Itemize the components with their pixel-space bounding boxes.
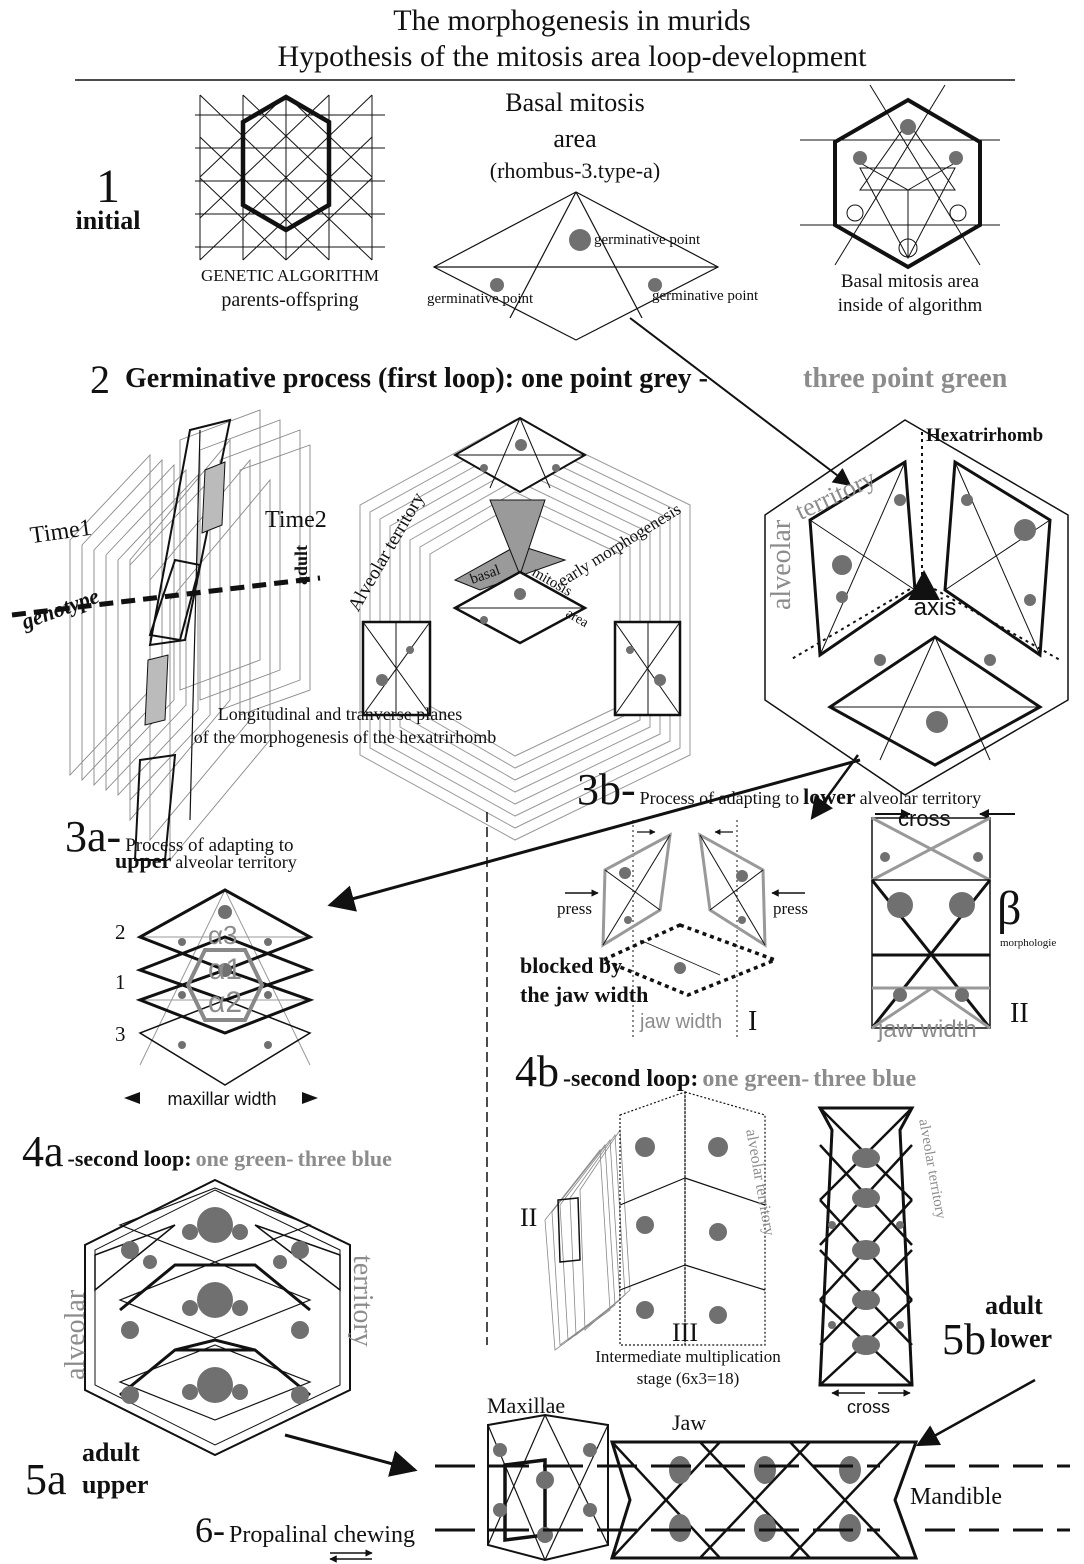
roman-2-4b: II: [520, 1205, 537, 1231]
arrow-to-hexatrirhomb: [630, 318, 850, 485]
blocked-label-2: the jaw width: [520, 984, 648, 1006]
roman-3-4b: III: [672, 1320, 698, 1346]
maxillae-label: Maxillae: [487, 1395, 565, 1417]
territory-label-5a: territory: [348, 1255, 376, 1347]
jaw-label: Jaw: [672, 1412, 706, 1434]
time-planes-core: [135, 420, 230, 860]
step-6-label: Propalinal chewing: [229, 1522, 415, 1548]
blocked-label-1: blocked by: [520, 955, 622, 977]
step-4a-three-blue: three blue: [298, 1146, 392, 1171]
press-left-label: press: [557, 900, 592, 917]
time-planes-stack: [70, 410, 310, 860]
step-6-title-row: 6- Propalinal chewing: [195, 1512, 415, 1548]
step-4a-one-green: one green-: [196, 1146, 294, 1171]
lower-adult-strip: [820, 1108, 912, 1393]
step-3b-line-1: Process of adapting to: [640, 788, 799, 808]
step-5a-upper: upper: [82, 1472, 148, 1498]
step-3a-upper: upper: [115, 848, 171, 873]
axis-label: axis: [914, 596, 957, 620]
intermediate-label-2: stage (6x3=18): [637, 1370, 740, 1387]
basal-title-3: (rhombus-3.type-a): [490, 160, 660, 182]
lower-adapting-rhombi: [565, 820, 805, 1040]
cross-label-5b: cross: [847, 1398, 890, 1416]
step-2-heading: Germinative process (first loop): one po…: [125, 365, 708, 393]
hexatrirhomb-label: Hexatrirhomb: [926, 426, 1043, 445]
planes-caption-2: of the morphogenesis of the hexatrirhomb: [194, 728, 496, 746]
arrow-5b-to-jaw: [918, 1380, 1035, 1445]
cross-label-3b: cross: [898, 808, 951, 830]
germinative-point-left: germinative point: [427, 292, 533, 307]
inside-algorithm-1: Basal mitosis area: [841, 272, 979, 291]
roman-1-label: I: [748, 1008, 757, 1036]
genetic-algorithm-label: GENETIC ALGORITHM: [201, 267, 379, 284]
basal-title-1: Basal mitosis: [505, 90, 644, 116]
jaw-width-label-2: jaw width: [878, 1018, 977, 1042]
step-5b-lower: lower: [990, 1326, 1052, 1352]
step-3b-line-2: alveolar territory: [860, 788, 981, 808]
step-3a-title-row-2: upper alveolar territory: [115, 850, 297, 872]
title-line-1: The morphogenesis in murids: [393, 6, 750, 36]
step-3a-number: 3a-: [65, 812, 121, 861]
planes-caption-1: Longitudinal and tranverse planes: [218, 705, 462, 723]
alpha1-label: α1: [208, 955, 242, 985]
step-4b-heading: -second loop:: [563, 1066, 698, 1092]
step-6-number: 6-: [195, 1510, 225, 1550]
rhombus-number-3: 3: [115, 1024, 126, 1045]
intermediate-label-1: Intermediate multiplication: [595, 1348, 781, 1365]
maxillae-block: [488, 1415, 608, 1560]
step-5a-number: 5a: [25, 1458, 67, 1502]
alveolar-label-5a: alveolar: [62, 1290, 90, 1380]
adult-label: adult: [292, 545, 310, 585]
alpha2-label: α2: [208, 988, 242, 1018]
germinative-point-right: germinative point: [652, 289, 758, 304]
step-5b-adult: adult: [985, 1293, 1043, 1319]
germinative-point-top: germinative point: [594, 233, 700, 248]
step-4a-heading: -second loop:: [68, 1146, 192, 1171]
propalinal-arrows: [330, 1553, 372, 1559]
alpha3-label: α3: [208, 922, 238, 948]
step-3a-line-2: alveolar territory: [175, 852, 296, 872]
inside-algorithm-2: inside of algorithm: [838, 296, 983, 315]
step-5b-number: 5b: [942, 1318, 986, 1362]
intermediate-multiplication-stage: [545, 1092, 765, 1350]
jaw-block: [612, 1442, 916, 1558]
step-4b-title-row: 4b -second loop: one green- three blue: [515, 1050, 916, 1094]
arrow-5a-to-maxillae: [285, 1435, 415, 1470]
step-4b-one-green: one green-: [702, 1066, 809, 1092]
step-4b-number: 4b: [515, 1047, 559, 1096]
step-1-label: initial: [75, 208, 140, 234]
step-2-heading-grey: three point green: [803, 365, 1007, 393]
roman-2-label: II: [1010, 1000, 1029, 1028]
upper-adult-hexagon: [85, 1180, 350, 1455]
rhombus-number-2: 2: [115, 922, 126, 943]
press-right-label: press: [773, 900, 808, 917]
step-3b-number: 3b-: [577, 765, 636, 814]
basal-mitosis-inside-hexagon: [800, 85, 1000, 267]
cross-beta-block: [872, 814, 1015, 1028]
jaw-width-label-1: jaw width: [640, 1012, 722, 1032]
rhombus-number-1: 1: [115, 972, 126, 993]
alveolar-label: alveolar: [768, 520, 796, 610]
maxillar-width-label: maxillar width: [167, 1090, 276, 1108]
early-morphogenesis-center: [363, 418, 680, 715]
time2-label: Time2: [265, 508, 327, 532]
step-4a-title-row: 4a -second loop: one green- three blue: [22, 1130, 392, 1174]
title-line-2: Hypothesis of the mitosis area loop-deve…: [277, 42, 866, 72]
basal-title-2: area: [553, 126, 596, 152]
beta-label: β: [997, 885, 1021, 933]
step-4a-number: 4a: [22, 1127, 64, 1176]
basal-mitosis-rhombus: [434, 192, 718, 340]
mandible-label: Mandible: [910, 1485, 1002, 1509]
morphologie-label: morphologie: [1000, 938, 1056, 949]
step-5a-adult: adult: [82, 1440, 140, 1466]
step-1-number: 1: [96, 163, 120, 211]
step-3b-lower: lower: [803, 784, 856, 809]
step-2-number: 2: [90, 360, 110, 400]
parents-offspring-label: parents-offspring: [221, 290, 358, 310]
step-4b-three-blue: three blue: [813, 1066, 916, 1092]
genetic-algorithm-lattice: [195, 95, 385, 260]
